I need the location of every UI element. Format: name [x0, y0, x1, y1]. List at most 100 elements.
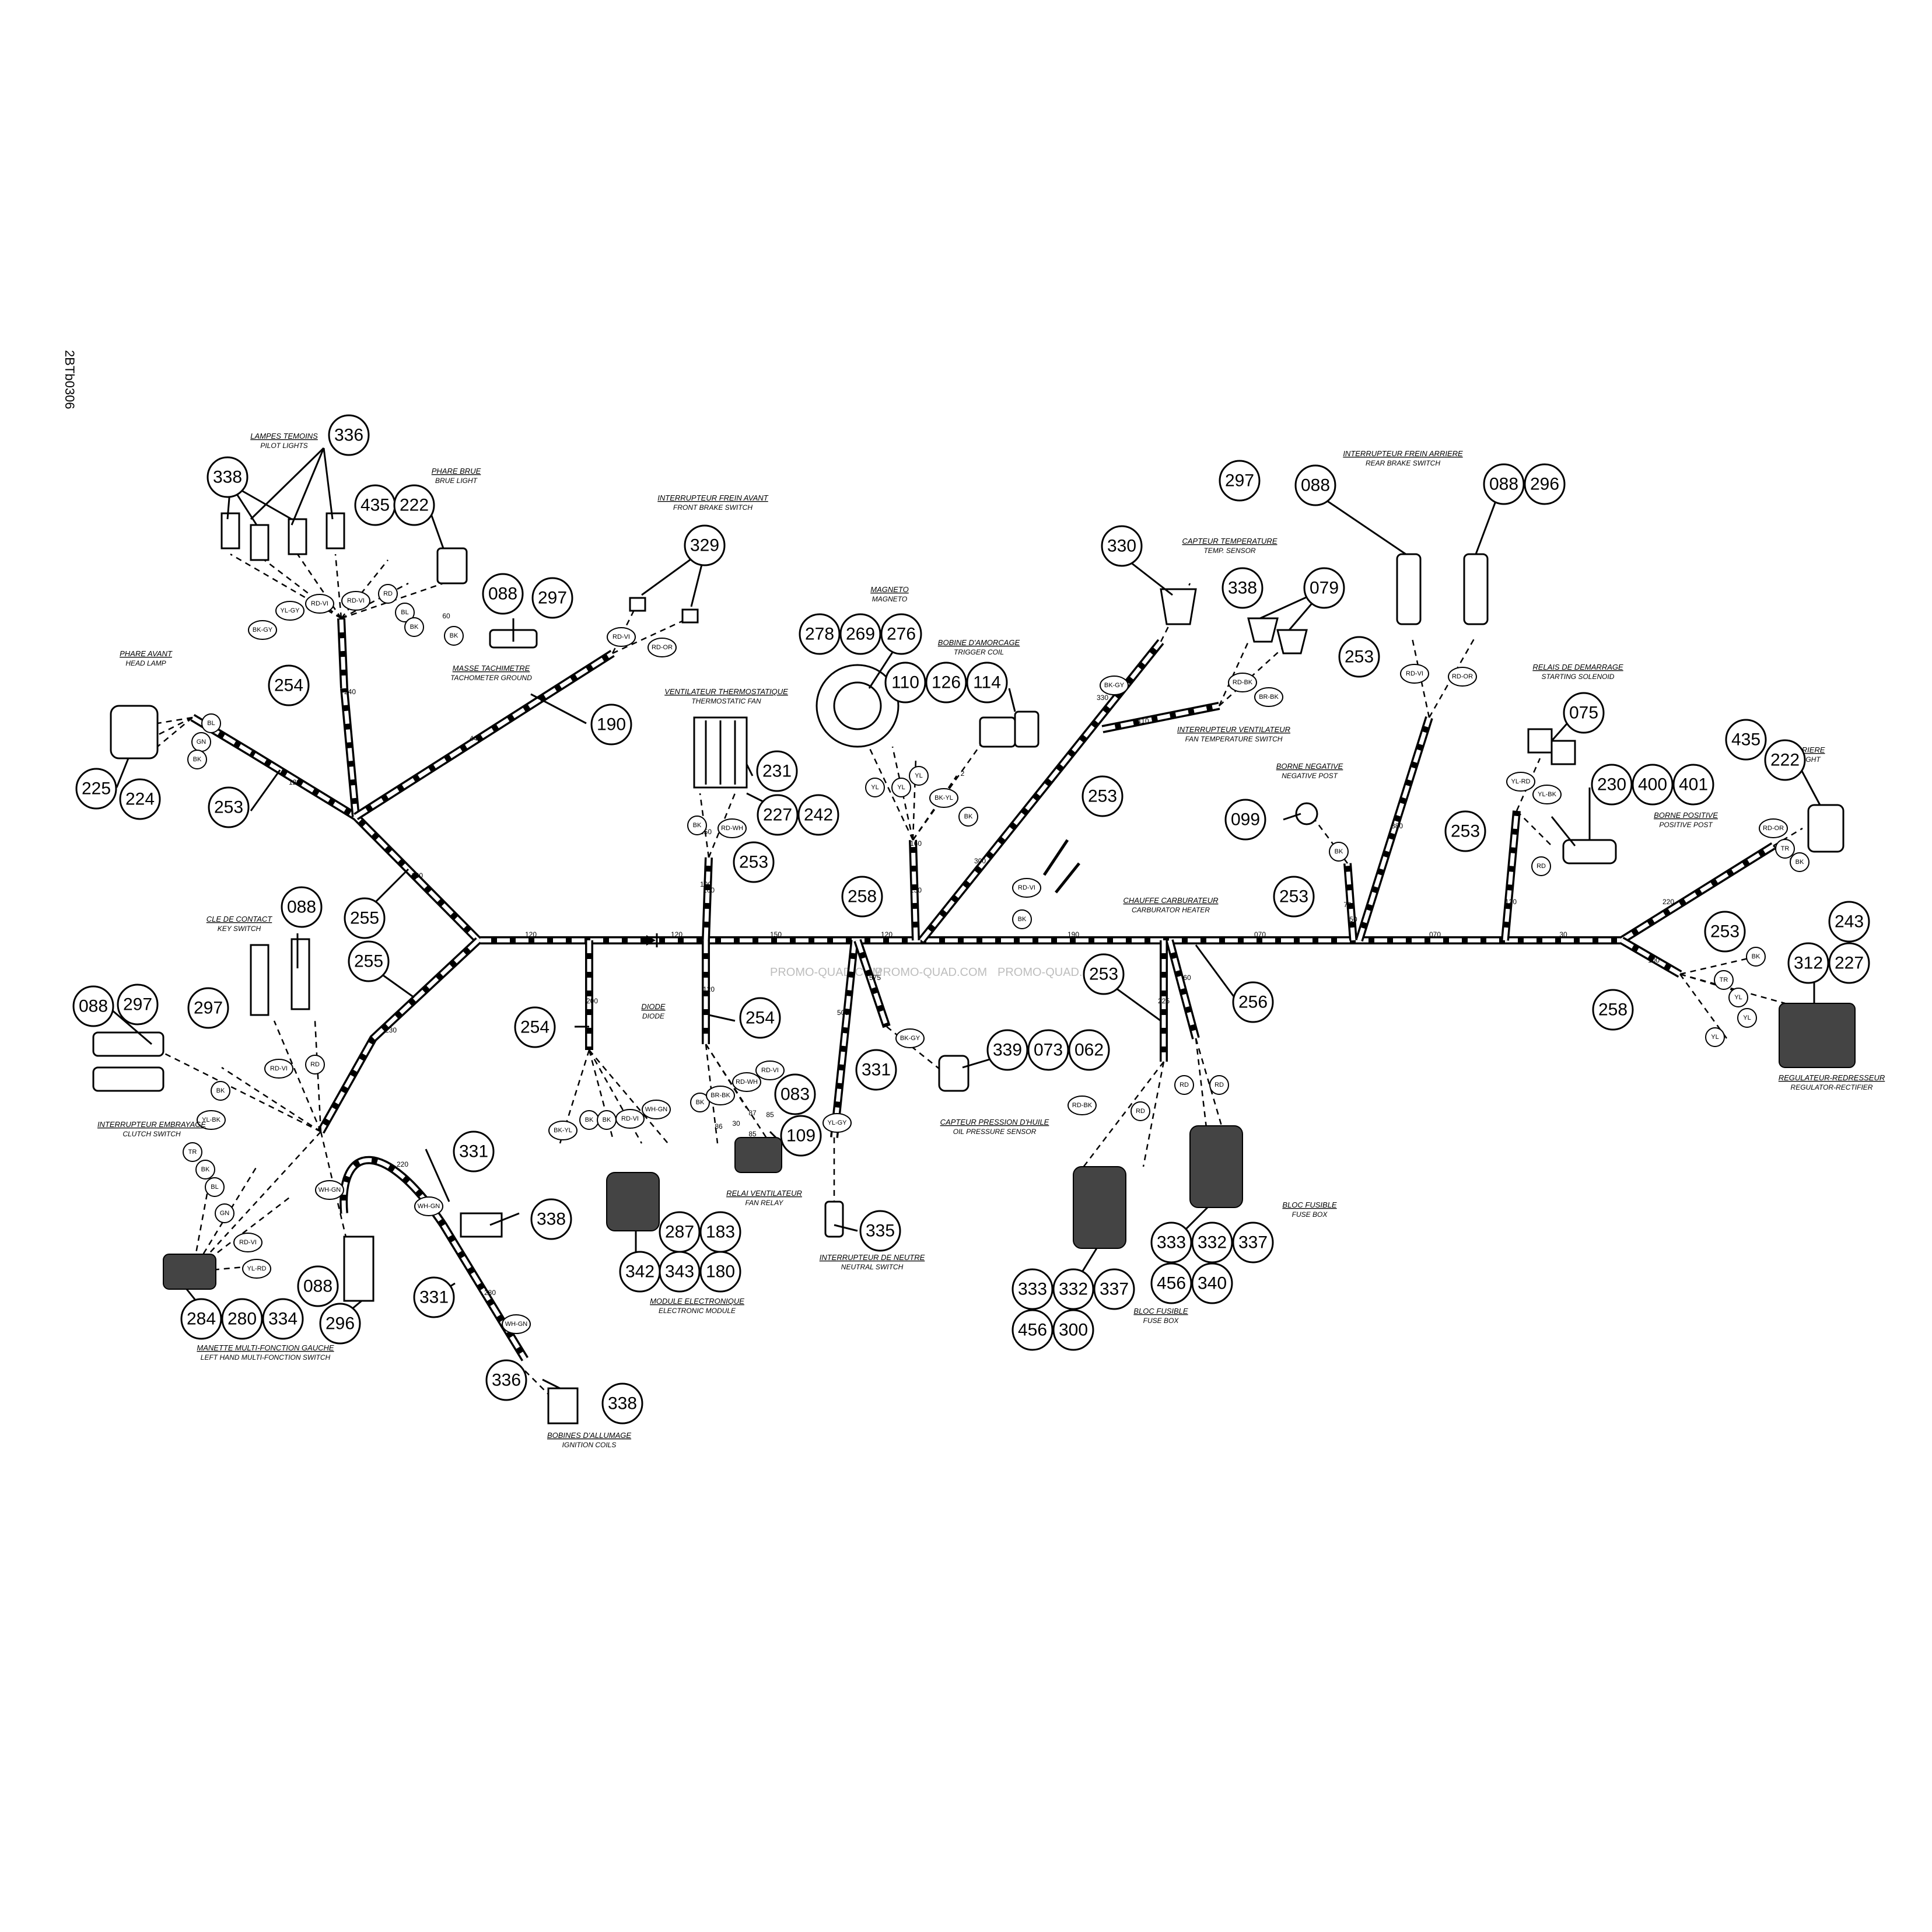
callout-338: 338	[206, 456, 249, 498]
callout-336: 336	[485, 1359, 527, 1401]
callout-256: 256	[1232, 981, 1274, 1023]
callout-126: 126	[925, 662, 967, 704]
callout-330: 330	[1101, 525, 1143, 567]
svg-text:MAGNETO: MAGNETO	[870, 585, 909, 594]
callout-number: 253	[1089, 965, 1118, 984]
svg-text:REGULATOR-RECTIFIER: REGULATOR-RECTIFIER	[1791, 1083, 1873, 1091]
callout-253: 253	[208, 786, 250, 828]
callout-331: 331	[453, 1130, 495, 1172]
callout-number: 126	[932, 673, 961, 692]
fan-relay-connector	[734, 1137, 782, 1173]
callout-088: 088	[1294, 464, 1336, 506]
callout-338: 338	[601, 1382, 643, 1424]
wire-color: WH-GN	[645, 1106, 668, 1113]
terminal-number: 87	[748, 1109, 757, 1117]
wire-color-chips: BK-GY YL-GY RD-VI RD-VI RD BL BK BK RD-V…	[183, 584, 1810, 1334]
svg-text:CLUTCH SWITCH: CLUTCH SWITCH	[123, 1130, 181, 1138]
callout-number: 287	[665, 1223, 694, 1242]
callout-088: 088	[281, 886, 323, 928]
head-lamp-connector	[110, 705, 159, 760]
callout-401: 401	[1672, 764, 1714, 806]
callout-number: 231	[762, 762, 792, 781]
callout-number: 297	[194, 999, 223, 1018]
segment-length: 220	[1662, 898, 1674, 906]
callout-280: 280	[221, 1298, 263, 1340]
wire-color: RD-VI	[761, 1067, 779, 1074]
wire-color: BK	[693, 822, 702, 829]
callout-number: 401	[1679, 775, 1708, 794]
svg-text:FUSE BOX: FUSE BOX	[1143, 1317, 1180, 1325]
callout-number: 088	[1489, 475, 1518, 494]
wire-color: BK-GY	[1104, 682, 1125, 689]
callout-253: 253	[733, 841, 775, 883]
callout-255: 255	[344, 897, 386, 939]
segment-length: 120	[1505, 898, 1517, 906]
callout-number: 073	[1034, 1041, 1063, 1060]
svg-text:CAPTEUR PRESSION D'HUILE: CAPTEUR PRESSION D'HUILE	[940, 1118, 1049, 1126]
wire-color: RD-VI	[1406, 670, 1423, 677]
callout-number: 109	[786, 1126, 816, 1146]
svg-text:PILOT LIGHTS: PILOT LIGHTS	[260, 442, 307, 450]
callout-227: 227	[1828, 942, 1870, 984]
regulator-rectifier-connector	[1779, 1003, 1856, 1068]
wire-color: WH-GN	[505, 1321, 528, 1328]
terminal-numbers: 86 85 30 87 85 2 60	[442, 612, 964, 1138]
callout-number: 278	[805, 625, 834, 644]
segment-length: 575	[869, 974, 881, 982]
front-brake-switch-connector	[681, 608, 699, 624]
svg-text:KEY SWITCH: KEY SWITCH	[218, 925, 261, 933]
svg-text:MANETTE MULTI-FONCTION GAUCHE: MANETTE MULTI-FONCTION GAUCHE	[197, 1343, 334, 1352]
ignition-coil-connector	[547, 1387, 579, 1424]
callout-088: 088	[297, 1265, 339, 1307]
callout-296: 296	[319, 1303, 361, 1345]
callout-number: 256	[1238, 993, 1268, 1012]
callout-number: 225	[82, 779, 111, 799]
wire-color: BK	[1796, 859, 1804, 866]
callout-312: 312	[1787, 942, 1829, 984]
callout-number: 242	[804, 806, 833, 825]
wire-color: TR	[188, 1149, 197, 1156]
segment-length: 120	[881, 930, 892, 939]
rear-brake-switch-connector	[1396, 553, 1422, 625]
pilot-light-connector	[326, 512, 345, 550]
callout-number: 296	[326, 1314, 355, 1334]
callout-333: 333	[1012, 1268, 1054, 1310]
callout-number: 284	[187, 1310, 216, 1329]
svg-text:ELECTRONIC MODULE: ELECTRONIC MODULE	[659, 1307, 736, 1315]
callout-336: 336	[328, 414, 370, 456]
callout-297: 297	[1219, 460, 1261, 502]
segment-length: 70	[1343, 901, 1352, 909]
svg-text:BORNE NEGATIVE: BORNE NEGATIVE	[1276, 762, 1343, 771]
wire-color: BR-BK	[710, 1092, 730, 1099]
svg-text:HEAD LAMP: HEAD LAMP	[125, 659, 166, 667]
callout-number: 435	[360, 496, 390, 515]
wire-color: YL	[1711, 1034, 1718, 1041]
pilot-light-connector	[250, 524, 270, 561]
svg-text:CAPTEUR TEMPERATURE: CAPTEUR TEMPERATURE	[1182, 537, 1278, 545]
callout-456: 456	[1150, 1262, 1192, 1304]
callout-297: 297	[531, 577, 573, 619]
callout-254: 254	[268, 664, 310, 706]
segment-lengths: 240 440 120 150 120 120 160 230 120 150 …	[289, 688, 1674, 1297]
callout-338: 338	[1222, 567, 1264, 609]
svg-text:RELAIS DE DEMARRAGE: RELAIS DE DEMARRAGE	[1532, 663, 1623, 671]
back-light-connector	[1807, 804, 1845, 853]
wire-color: RD-VI	[612, 634, 630, 640]
callout-number: 243	[1835, 912, 1864, 932]
callout-number: 114	[973, 673, 1001, 692]
watermark: PROMO-QUAD.COM	[998, 966, 1110, 979]
callout-340: 340	[1191, 1262, 1233, 1304]
callout-287: 287	[659, 1211, 701, 1253]
callout-253: 253	[1444, 810, 1486, 852]
svg-text:CLE DE CONTACT: CLE DE CONTACT	[206, 915, 272, 923]
callout-225: 225	[75, 768, 117, 810]
